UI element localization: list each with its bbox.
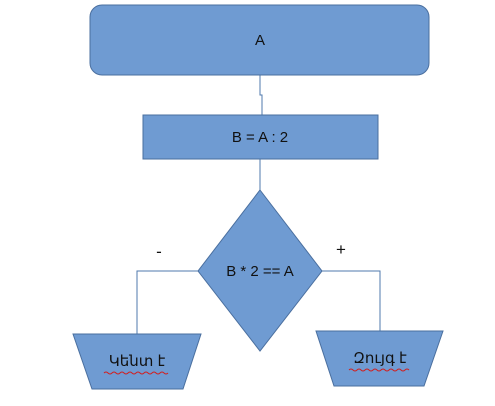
process-node — [142, 114, 379, 160]
input-node-label: A — [255, 32, 265, 49]
odd-output-label: Կենտ է — [109, 353, 166, 370]
edge-decision-to-even — [322, 270, 381, 331]
yes-branch-label: + — [336, 240, 346, 259]
decision-node — [197, 189, 323, 352]
process-node-label: B = A : 2 — [232, 129, 288, 146]
decision-node-label: B * 2 == A — [226, 263, 294, 280]
edge-decision-to-odd — [136, 270, 198, 334]
no-branch-label: - — [156, 242, 162, 261]
input-node — [89, 4, 430, 76]
even-output-node — [315, 330, 444, 387]
odd-output-spellcheck-underline — [103, 371, 169, 375]
even-output-label: Զույգ է — [353, 350, 407, 367]
edge-input-to-process — [259, 75, 263, 115]
even-output-spellcheck-underline — [348, 368, 410, 372]
odd-output-node — [72, 333, 202, 390]
